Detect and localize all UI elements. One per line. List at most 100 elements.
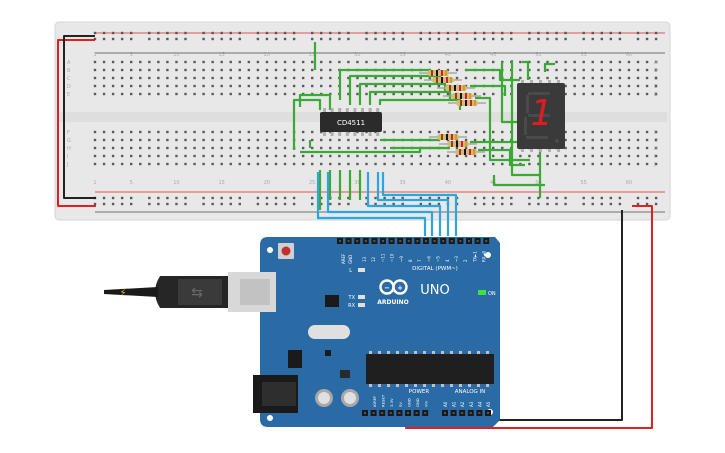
component-small-1 (340, 370, 350, 378)
mount-hole-1 (267, 247, 273, 253)
arduino-model-label: UNO (420, 283, 449, 298)
seven-segment-pins (521, 80, 560, 152)
resistor[interactable] (447, 149, 485, 155)
analog-pin-label: A2 (460, 401, 465, 407)
wire-green-13[interactable] (470, 84, 507, 96)
smd-chip (325, 295, 339, 307)
reset-button[interactable] (281, 246, 291, 256)
capacitor-1-top (318, 392, 330, 404)
resistors[interactable] (419, 70, 486, 155)
lightning-icon: ⚡ (119, 288, 126, 299)
resistor[interactable] (443, 93, 481, 99)
wire-red-left[interactable] (57, 39, 96, 207)
analog-pin-label: A3 (469, 401, 474, 407)
power-pin-label: 3.3V (389, 398, 394, 407)
aref-label: AREF (341, 253, 346, 264)
row-letter: I (654, 154, 655, 160)
digital-pin-label: 13 (362, 256, 367, 262)
resistor[interactable] (448, 100, 486, 106)
blue-wires[interactable] (316, 172, 458, 236)
column-number: 15 (219, 52, 225, 58)
resistor[interactable] (437, 85, 475, 91)
column-number: 5 (130, 52, 133, 58)
power-pin-header[interactable] (362, 410, 429, 416)
column-number: 50 (535, 52, 541, 58)
wire-green-19[interactable] (522, 60, 530, 80)
row-letter: A (67, 60, 71, 66)
analog-pin-label: A0 (443, 401, 448, 407)
digital-pin-label: 8 (408, 259, 413, 262)
wire-blue-2[interactable] (326, 172, 434, 236)
seven-segment-display[interactable]: 1 (517, 80, 565, 152)
wire-green-22[interactable] (543, 62, 555, 72)
column-number: 10 (173, 52, 179, 58)
column-number: 1 (93, 52, 96, 58)
column-number: 45 (490, 52, 496, 58)
wire-blue-1[interactable] (316, 172, 427, 236)
column-number: 1 (93, 180, 96, 186)
wire-green-21[interactable] (492, 175, 545, 187)
column-number: 35 (400, 52, 406, 58)
column-number: 50 (535, 180, 541, 186)
gnd-label: GND (348, 255, 353, 264)
chip-label: CD4511 (337, 119, 365, 127)
digital-label: DIGITAL (PWM~) (412, 266, 458, 272)
resistor[interactable] (424, 77, 462, 83)
digital-pin-label: ~10 (390, 253, 395, 262)
row-letter: E (67, 92, 70, 98)
wire-green-18[interactable] (510, 60, 540, 177)
resistor[interactable] (429, 134, 467, 140)
column-number: 15 (219, 180, 225, 186)
wire-blue-5[interactable] (381, 172, 458, 236)
wire-blue-4[interactable] (376, 172, 450, 236)
arduino-uno-board[interactable]: ⇆ ⚡ L TX RX ON − + ARDUINO UNO DIGITAL (… (104, 237, 500, 427)
wire-green-2[interactable] (292, 98, 322, 150)
digital-pin-label: ~11 (380, 253, 385, 262)
power-pin-label: GND (415, 398, 420, 407)
usb-connector-inner (240, 279, 270, 305)
analog-pin-label: A1 (452, 401, 457, 407)
row-letter: B (67, 68, 71, 74)
wire-green-12[interactable] (465, 68, 520, 82)
wire-green-16[interactable] (478, 148, 525, 167)
analog-pin-label: A4 (477, 401, 482, 407)
tx-led-icon (358, 295, 365, 299)
column-number: 55 (581, 180, 587, 186)
row-letter: G (67, 138, 71, 144)
resistor[interactable] (419, 70, 457, 76)
row-letter: E (654, 92, 657, 98)
row-letter: G (654, 138, 658, 144)
on-label: ON (488, 291, 496, 297)
power-pin-label: Vin (424, 400, 429, 407)
row-letter: H (67, 146, 71, 152)
digital-pin-header[interactable] (337, 238, 490, 244)
microcontroller-pins (369, 351, 489, 387)
column-number: 40 (445, 52, 451, 58)
power-pin-label: 5V (398, 402, 403, 407)
seven-segment-digit: 1 (530, 93, 552, 134)
digital-pin-label: ~5 (436, 256, 441, 262)
column-number: 10 (173, 180, 179, 186)
cd4511-chip[interactable]: CD4511 (320, 108, 382, 136)
column-number: 35 (400, 180, 406, 186)
wire-blue-3[interactable] (366, 172, 442, 236)
row-letter: D (654, 84, 658, 90)
digital-pin-label: ~6 (426, 256, 431, 262)
arduino-brand-label: ARDUINO (377, 299, 408, 306)
row-letter: F (67, 130, 70, 136)
column-number: 20 (264, 180, 270, 186)
analog-pin-header[interactable] (442, 410, 491, 416)
usb-plug-shell (178, 279, 222, 305)
wire-black-left[interactable] (63, 35, 96, 199)
svg-text:+: + (397, 284, 403, 292)
tx-label: TX (348, 295, 356, 301)
power-jack-inner (262, 382, 296, 406)
column-number: 30 (354, 52, 360, 58)
rx-label: RX (348, 303, 355, 309)
resistor[interactable] (439, 141, 477, 147)
